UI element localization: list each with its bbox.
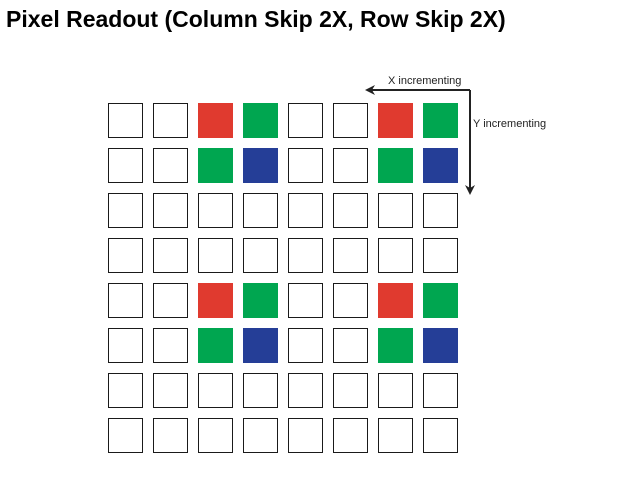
pixel-empty [288,283,323,318]
pixel-empty [378,373,413,408]
pixel-empty [198,418,233,453]
pixel-red [378,103,413,138]
pixel-empty [288,148,323,183]
pixel-empty [153,148,188,183]
pixel-empty [243,238,278,273]
pixel-empty [108,283,143,318]
pixel-empty [423,373,458,408]
pixel-empty [153,193,188,228]
pixel-empty [288,103,323,138]
pixel-empty [198,238,233,273]
pixel-empty [423,193,458,228]
pixel-empty [153,373,188,408]
pixel-empty [153,238,188,273]
pixel-empty [243,193,278,228]
pixel-empty [108,193,143,228]
pixel-empty [333,373,368,408]
pixel-green [243,103,278,138]
pixel-empty [288,238,323,273]
pixel-empty [153,328,188,363]
pixel-green [198,148,233,183]
pixel-empty [108,238,143,273]
pixel-empty [108,373,143,408]
diagram-title: Pixel Readout (Column Skip 2X, Row Skip … [6,6,506,32]
pixel-empty [378,418,413,453]
pixel-empty [423,418,458,453]
pixel-green [243,283,278,318]
pixel-green [378,148,413,183]
pixel-empty [198,373,233,408]
pixel-red [198,283,233,318]
pixel-green [423,283,458,318]
pixel-blue [423,328,458,363]
y-axis-label: Y incrementing [473,118,547,130]
pixel-green [198,328,233,363]
pixel-empty [333,193,368,228]
pixel-green [423,103,458,138]
pixel-blue [423,148,458,183]
pixel-green [378,328,413,363]
pixel-blue [243,148,278,183]
pixel-empty [333,418,368,453]
x-axis-label: X incrementing [388,75,462,87]
pixel-empty [333,283,368,318]
pixel-empty [333,238,368,273]
pixel-empty [378,193,413,228]
pixel-red [198,103,233,138]
pixel-empty [288,418,323,453]
pixel-empty [153,283,188,318]
pixel-empty [288,328,323,363]
pixel-empty [108,328,143,363]
pixel-empty [288,373,323,408]
pixel-empty [108,103,143,138]
pixel-empty [153,103,188,138]
pixel-empty [108,418,143,453]
pixel-empty [333,328,368,363]
pixel-empty [108,148,143,183]
pixel-empty [333,148,368,183]
pixel-empty [288,193,323,228]
pixel-empty [423,238,458,273]
pixel-empty [153,418,188,453]
pixel-red [378,283,413,318]
pixel-empty [333,103,368,138]
pixel-blue [243,328,278,363]
pixel-empty [243,418,278,453]
pixel-empty [378,238,413,273]
pixel-empty [198,193,233,228]
pixel-empty [243,373,278,408]
